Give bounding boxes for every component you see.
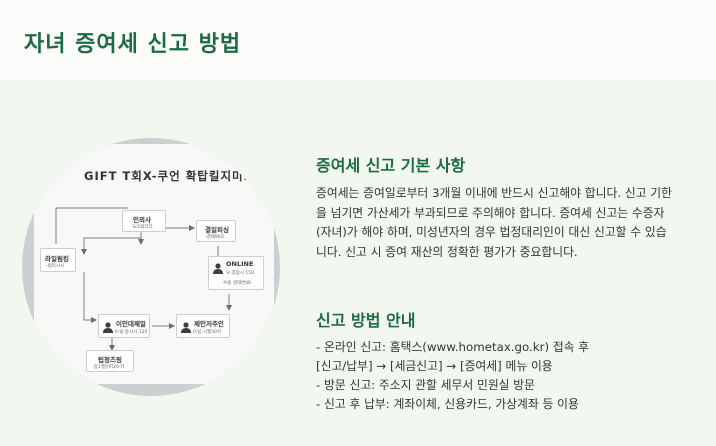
page-title: 자녀 증여세 신고 방법 <box>24 32 242 57</box>
list-item: - 방문 신고: 주소지 관할 세무서 민원실 방문 <box>316 378 535 392</box>
node-right-upper: 결일피싱 -결배90도 <box>196 220 236 242</box>
node-left: 라일림킹 -릴타시시 <box>40 248 76 272</box>
arrow-icon <box>83 272 97 323</box>
node-bottom: 립정즈링 -중1엘문피20·차 <box>86 350 134 372</box>
paragraph-line: 을 넘기면 가산세가 부과되므로 주의해야 합니다. 증여세 신고는 수증자 <box>316 205 665 220</box>
methods-list: - 온라인 신고: 홈택스(www.hometax.go.kr) 접속 후 [신… <box>316 338 706 414</box>
arrow-icon <box>55 207 128 244</box>
person-icon <box>103 322 113 333</box>
list-item: [신고/납부] → [세금신고] → [증여세] 메뉴 이용 <box>316 359 553 373</box>
header: 자녀 증여세 신고 방법 <box>0 0 716 80</box>
section-title-methods: 신고 방법 안내 <box>316 311 416 330</box>
list-item: - 신고 후 납부: 계좌이체, 신용카드, 가상계좌 등 이용 <box>316 397 579 411</box>
diagram-image: GIFT T회X-쿠언 확탑킬지미ı. 민외사 3c5휘 <box>22 138 280 396</box>
paragraph-line: (자녀)가 해야 하며, 미성년자의 경우 법정대리인이 대신 신고할 수 있습 <box>316 225 667 240</box>
node-center: 민외사 3c5휘더더 <box>122 210 166 232</box>
person-icon <box>181 322 191 333</box>
node-bottom-left: 이민대제일 0·릴·중시시 120 <box>98 314 150 338</box>
diagram-card: GIFT T회X-쿠언 확탑킬지미ı. 민외사 3c5휘 <box>34 144 274 384</box>
person-icon <box>213 263 223 274</box>
paragraph-line: 니다. 신고 시 증여 재산의 정확한 평가가 중요합니다. <box>316 244 578 259</box>
node-online: ONLINE 오·후탑시 150 수올 생대변4R <box>208 256 264 290</box>
arrow-icon <box>81 237 141 255</box>
section-title-basics: 증여세 신고 기본 사항 <box>316 156 466 175</box>
paragraph-line: 증여세는 증여일로부터 3개월 이내에 반드시 신고해야 합니다. 신고 기한 <box>316 186 672 200</box>
basics-paragraph: 증여세는 증여일로부터 3개월 이내에 반드시 신고해야 합니다. 신고 기한 … <box>316 184 706 262</box>
node-bottom-right: 제민저주인 0·팀·시월30치 <box>176 314 230 338</box>
diagram-title: GIFT T회X-쿠언 확탑킬지미ı. <box>84 169 254 183</box>
list-item: - 온라인 신고: 홈택스(www.hometax.go.kr) 접속 후 <box>316 340 590 354</box>
